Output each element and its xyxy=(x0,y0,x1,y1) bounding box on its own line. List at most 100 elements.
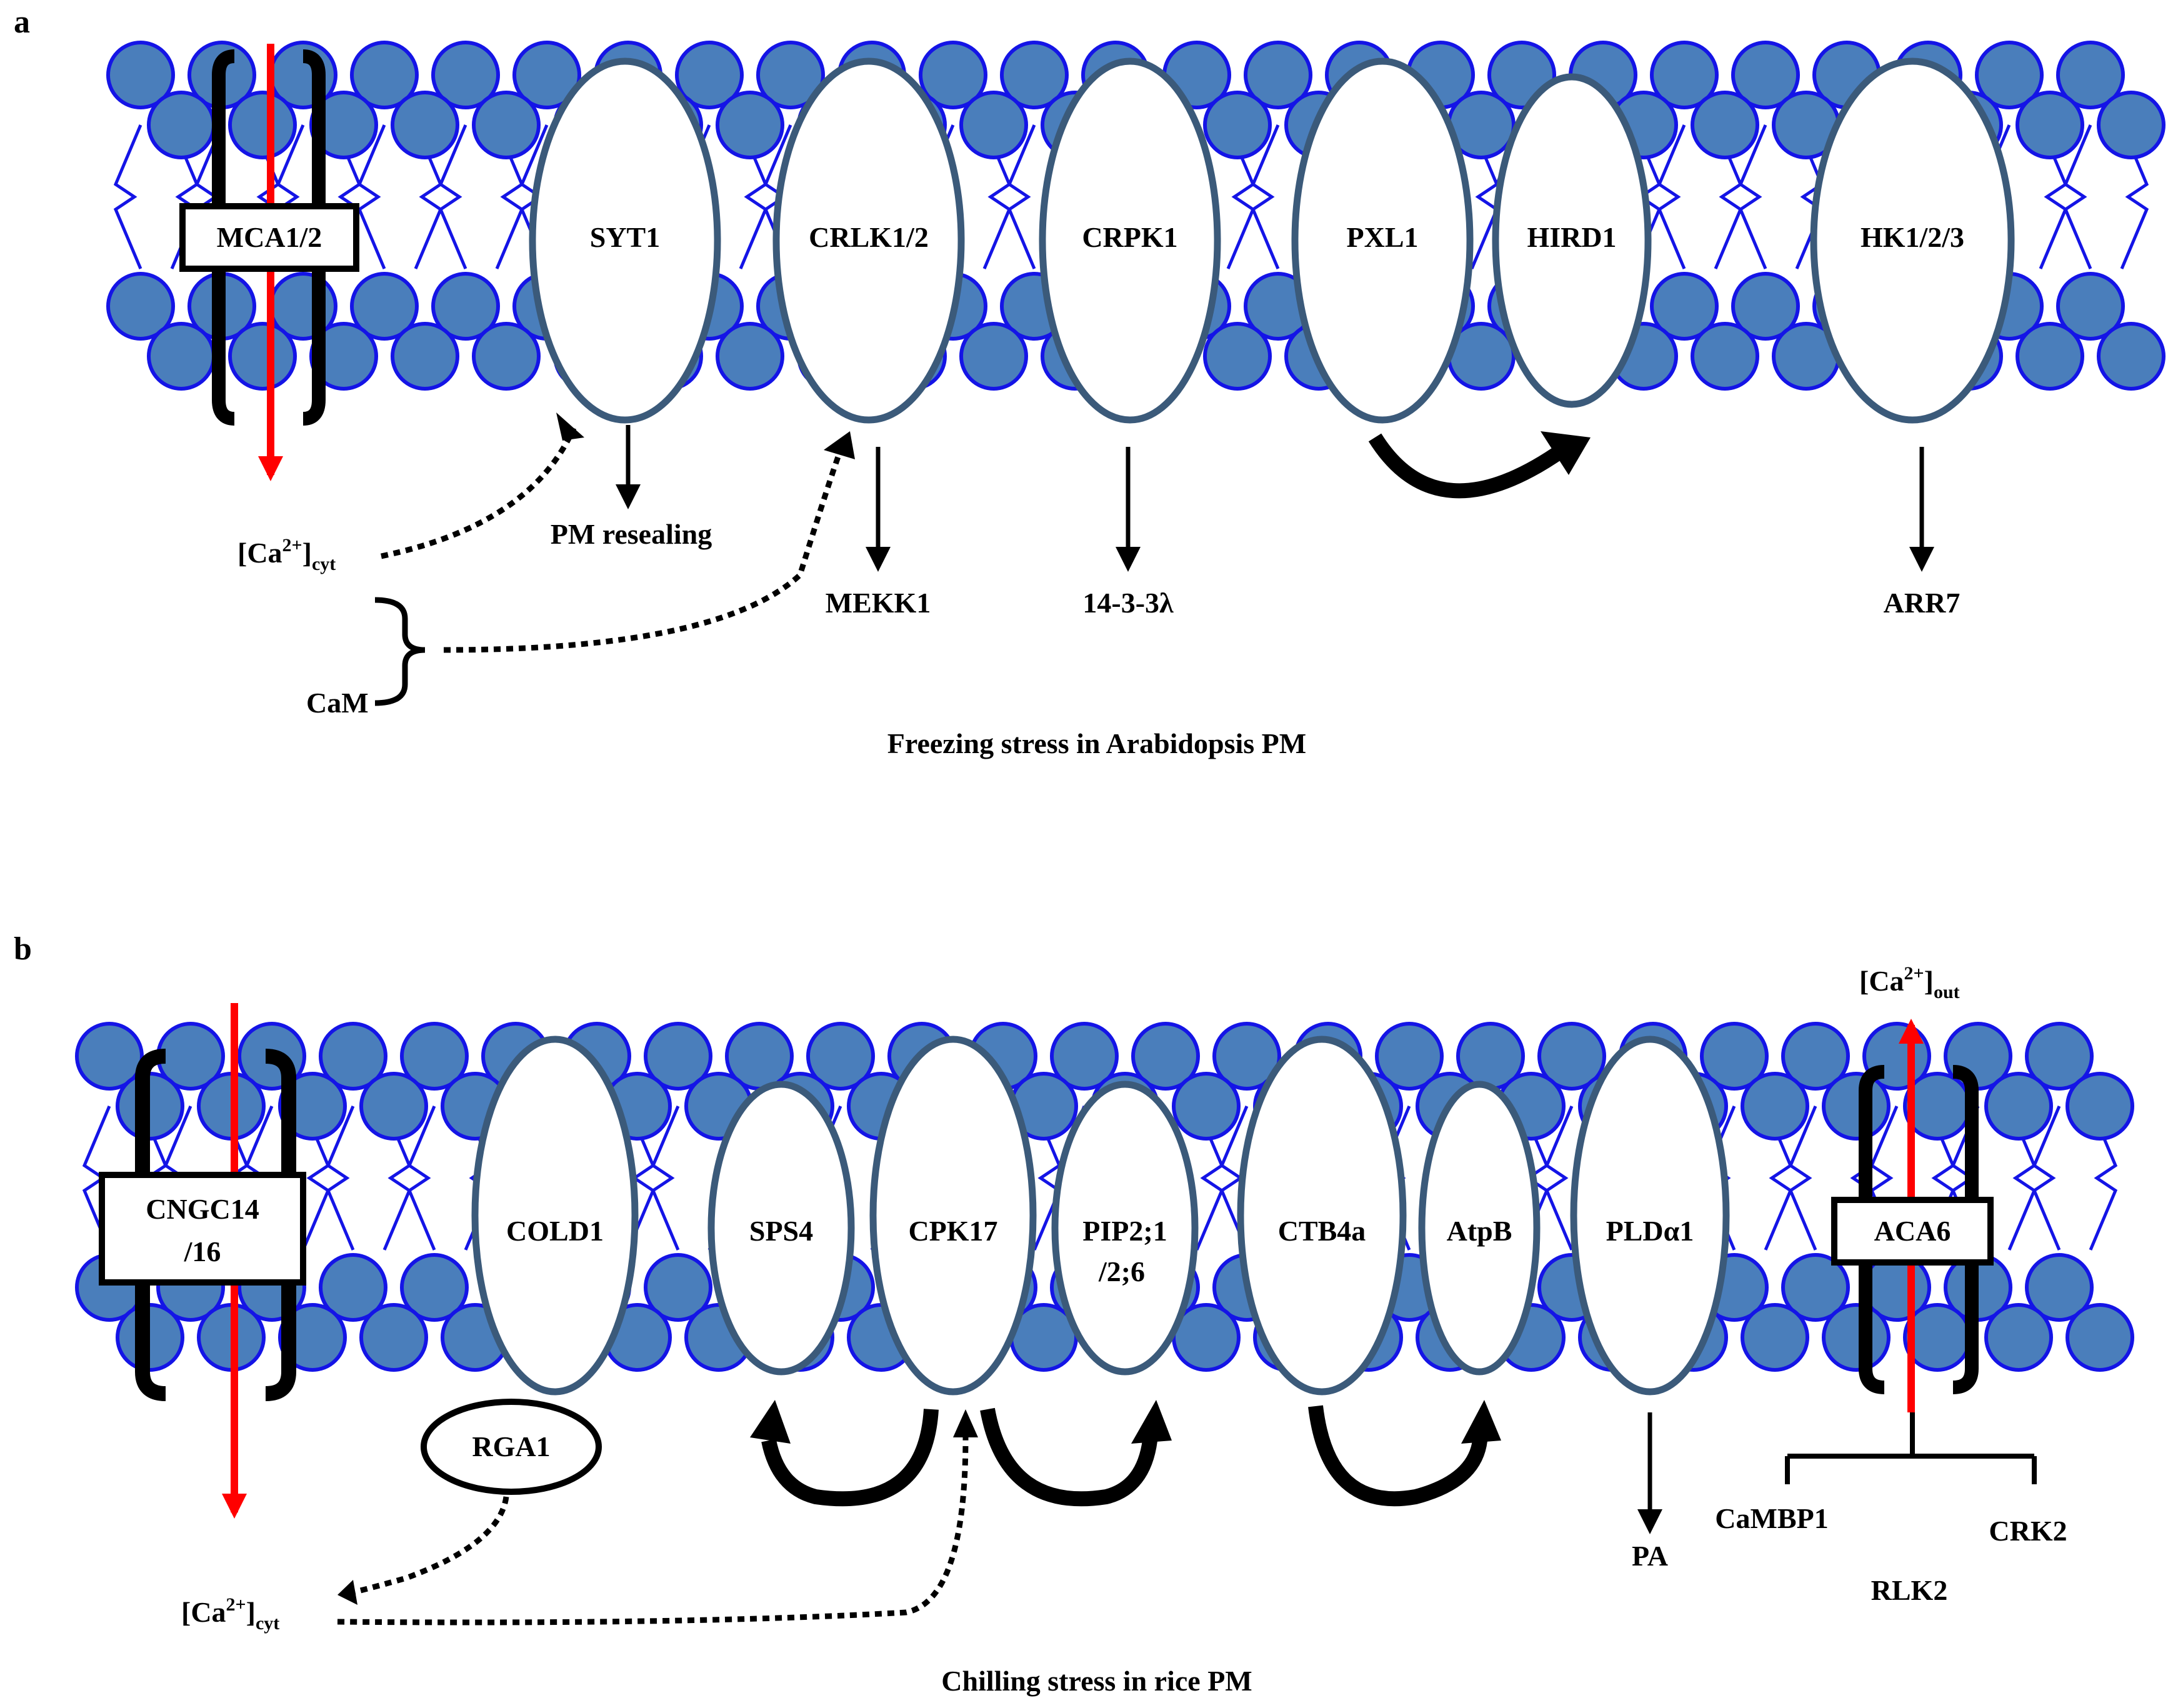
ca-to-syt1-dotted xyxy=(381,427,577,559)
lipid-head xyxy=(431,41,500,109)
cambp1-label: CaMBP1 xyxy=(1715,1502,1828,1534)
rga1-to-ca-dotted xyxy=(346,1496,509,1597)
lipid-head xyxy=(359,1072,428,1141)
lipid-head xyxy=(716,91,784,159)
cam-bracket xyxy=(374,597,426,706)
lipid-head xyxy=(1822,1303,1891,1372)
lipid-head xyxy=(431,272,500,341)
cam-to-crlk-head xyxy=(824,431,855,459)
lipid-head xyxy=(147,91,216,159)
lipid-head xyxy=(1203,91,1272,159)
lipid-head xyxy=(675,41,744,109)
protein-pxl1: PXL1 xyxy=(1347,221,1419,253)
lipid-head xyxy=(1731,41,1800,109)
lipid-head xyxy=(1731,272,1800,341)
pm-resealing-label: PM resealing xyxy=(551,518,712,550)
protein-crlk: CRLK1/2 xyxy=(809,221,929,253)
lipid-head xyxy=(309,91,378,159)
arrows-a xyxy=(616,425,1934,572)
lipid-head xyxy=(350,272,419,341)
cngc-label-line1: CNGC14 xyxy=(146,1193,259,1225)
lipid-tail xyxy=(438,124,524,269)
cpk17-pip-arrow xyxy=(980,1407,1157,1507)
lipid-head xyxy=(1741,1072,1809,1141)
aca6-branch xyxy=(1785,1412,2037,1484)
lipid-head xyxy=(1375,1022,1444,1091)
lipid-head xyxy=(106,272,175,341)
protein-syt1: SYT1 xyxy=(590,221,660,253)
lipid-head xyxy=(391,91,459,159)
lipid-head xyxy=(2056,41,2125,109)
lipid-head xyxy=(2016,91,2084,159)
lipid-head xyxy=(806,1022,875,1091)
ca-out-label: [Ca2+]out xyxy=(1859,963,1960,1002)
rlk2-label: RLK2 xyxy=(1871,1574,1948,1606)
panel-b-caption: Chilling stress in rice PM xyxy=(941,1665,1252,1697)
lipid-head xyxy=(350,41,419,109)
lipid-head xyxy=(2097,322,2166,391)
lipid-head xyxy=(2097,91,2166,159)
lipid-head xyxy=(756,41,825,109)
ca-cyt-label-b: [Ca2+]cyt xyxy=(181,1594,279,1634)
crk2-label: CRK2 xyxy=(1989,1515,2067,1547)
lipid-head xyxy=(1650,272,1719,341)
lipid-head xyxy=(2025,1022,2094,1091)
lipid-head xyxy=(1244,41,1312,109)
lipid-head xyxy=(2016,322,2084,391)
lipid-head xyxy=(106,41,175,109)
lipid-head xyxy=(1131,1022,1200,1091)
lipid-head xyxy=(2056,272,2125,341)
lipid-head xyxy=(400,1022,469,1091)
lipid-tail xyxy=(326,1106,412,1251)
protein-hk: HK1/2/3 xyxy=(1861,221,1964,253)
lipid-head xyxy=(959,322,1028,391)
lipid-head xyxy=(1975,41,2044,109)
lipid-head xyxy=(400,1253,469,1322)
lipid-head xyxy=(716,322,784,391)
lipid-head xyxy=(472,91,541,159)
lipid-head xyxy=(1050,1022,1119,1091)
protein-atpb: AtpB xyxy=(1447,1215,1512,1247)
lipid-head xyxy=(1781,1022,1850,1091)
arr7-label: ARR7 xyxy=(1884,587,1961,619)
proteins-a: SYT1 CRLK1/2 CRPK1 PXL1 HIRD1 HK1/2/3 xyxy=(529,57,2015,424)
lipid-head xyxy=(2066,1072,2134,1141)
ctb4a-atpb-head xyxy=(1461,1400,1501,1444)
protein-cold1: COLD1 xyxy=(506,1215,604,1247)
lipid-head xyxy=(1700,1022,1769,1091)
protein-pip-line2: /2;6 xyxy=(1098,1256,1145,1287)
lipid-head xyxy=(1781,1253,1850,1322)
ca-to-cpk17-head xyxy=(953,1409,978,1437)
lipid-head xyxy=(644,1022,712,1091)
cpk17-sps4-head xyxy=(750,1400,791,1444)
lipid-head xyxy=(1822,1072,1891,1141)
panel-a-letter: a xyxy=(14,4,30,40)
cpk17-pip-head xyxy=(1131,1400,1172,1444)
protein-pip-line1: PIP2;1 xyxy=(1082,1215,1167,1247)
protein-crpk1: CRPK1 xyxy=(1082,221,1177,253)
lipid-head xyxy=(319,1022,387,1091)
lipid-tail xyxy=(2063,124,2149,269)
lipid-head xyxy=(2066,1303,2134,1372)
lipid-head xyxy=(644,1253,712,1322)
lipid-head xyxy=(1741,1303,1809,1372)
cam-label: CaM xyxy=(306,687,369,719)
panel-b: b CNGC14 /16 ACA6 COLD xyxy=(14,931,2134,1697)
protein-sps4: SPS4 xyxy=(749,1215,813,1247)
lipid-head xyxy=(2025,1253,2094,1322)
lipid-head xyxy=(1537,1022,1606,1091)
lipid-head xyxy=(1691,91,1759,159)
pump-aca6: ACA6 xyxy=(1831,1019,1994,1412)
cpk17-sps4-arrow xyxy=(761,1409,939,1507)
protein-cpk17: CPK17 xyxy=(908,1215,997,1247)
protein-pld: PLDα1 xyxy=(1606,1215,1694,1247)
pxl1-hird1-arrowhead xyxy=(1541,431,1591,475)
lipid-tail xyxy=(1657,124,1743,269)
cam-to-crlk-dotted xyxy=(443,449,844,653)
mekk1-label: MEKK1 xyxy=(826,587,931,619)
lipid-head xyxy=(919,41,987,109)
channel-mca: MCA1/2 xyxy=(179,44,359,481)
pa-label: PA xyxy=(1632,1540,1668,1572)
lipid-head xyxy=(472,322,541,391)
